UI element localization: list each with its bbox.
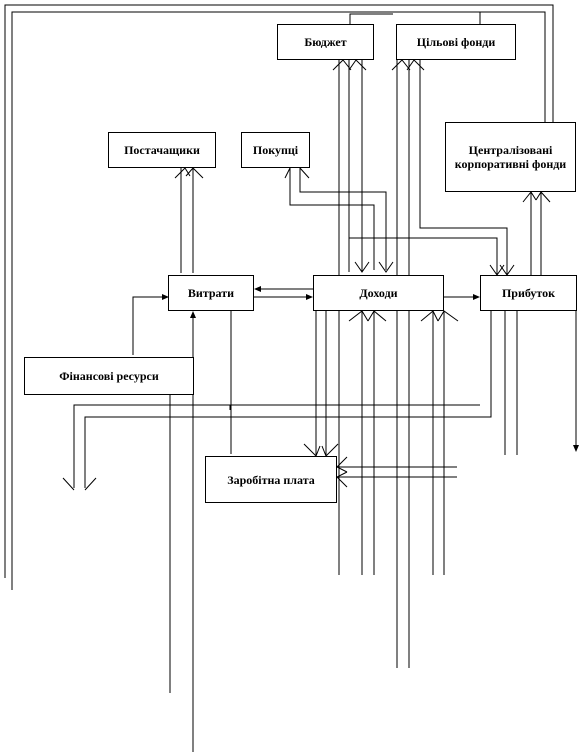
node-central-funds-label: Централізовані корпоративні фонди bbox=[454, 143, 567, 171]
arrowhead-income-bottom-a bbox=[348, 310, 387, 322]
arrowhead-target bbox=[391, 59, 425, 71]
connector-budget-top bbox=[349, 13, 393, 24]
connector-profit-loop-a bbox=[84, 311, 492, 488]
arrowhead-profit-down bbox=[573, 445, 579, 452]
arrowhead-to-expenses bbox=[254, 286, 261, 292]
arrowhead-buyers bbox=[284, 167, 310, 179]
arrowhead-central bbox=[522, 191, 551, 203]
connector-target-c bbox=[419, 60, 508, 275]
node-fin-resources: Фінансові ресурси bbox=[24, 357, 194, 395]
node-profit-label: Прибуток bbox=[501, 286, 556, 300]
arrowhead-salary-right bbox=[336, 456, 348, 488]
node-buyers: Покупці bbox=[241, 132, 310, 168]
connector-buyers-b bbox=[299, 168, 387, 270]
node-target-funds-label: Цільові фонди bbox=[416, 35, 496, 49]
arrowhead-budget bbox=[332, 59, 367, 71]
arrowhead-finres-to-expenses bbox=[162, 294, 169, 300]
node-income-label: Доходи bbox=[359, 286, 398, 300]
node-income: Доходи bbox=[313, 275, 444, 311]
node-suppliers: Постачащики bbox=[108, 132, 216, 168]
connector-budget-b bbox=[348, 60, 498, 275]
node-expenses: Витрати bbox=[168, 275, 254, 311]
node-fin-resources-label: Фінансові ресурси bbox=[59, 369, 159, 383]
arrowhead-to-income bbox=[306, 294, 313, 300]
arrowhead-salary-top bbox=[303, 443, 339, 457]
connector-outer-left-inner bbox=[11, 11, 546, 590]
connector-profit-loop-b bbox=[73, 404, 480, 488]
node-central-funds: Централізовані корпоративні фонди bbox=[445, 122, 576, 192]
connector-outer-left bbox=[4, 4, 554, 578]
connector-buyers-a bbox=[289, 168, 375, 270]
node-salary-label: Заробітна плата bbox=[227, 472, 315, 487]
node-suppliers-label: Постачащики bbox=[124, 143, 200, 157]
node-buyers-label: Покупці bbox=[252, 143, 299, 157]
node-budget-label: Бюджет bbox=[304, 35, 347, 49]
arrowhead-income-top bbox=[354, 261, 394, 273]
arrowhead-suppliers bbox=[174, 167, 204, 179]
arrowhead-left-bottom bbox=[62, 477, 97, 491]
arrowhead-to-profit bbox=[473, 294, 480, 300]
node-expenses-label: Витрати bbox=[187, 286, 235, 300]
node-target-funds: Цільові фонди bbox=[396, 24, 516, 60]
node-salary: Заробітна плата bbox=[205, 456, 337, 503]
connector-target-top bbox=[479, 11, 492, 24]
node-budget: Бюджет bbox=[277, 24, 374, 60]
arrowhead-bottom-to-expenses bbox=[190, 311, 196, 318]
node-profit: Прибуток bbox=[480, 275, 577, 311]
arrowhead-profit-top bbox=[489, 264, 515, 276]
arrow-finres-to-expenses bbox=[132, 296, 166, 355]
arrowhead-income-bottom-b bbox=[420, 310, 459, 322]
